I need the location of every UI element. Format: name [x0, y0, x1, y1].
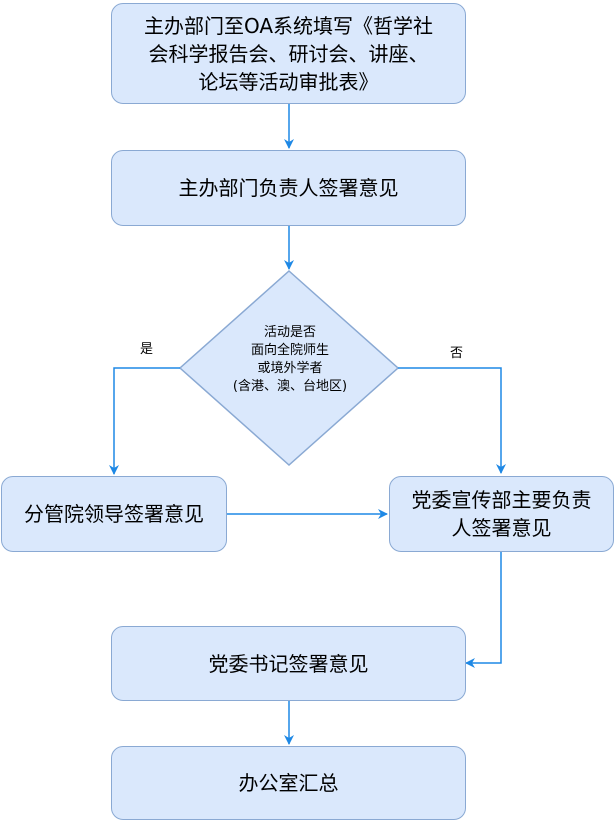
node-dept-head-signoff: 主办部门负责人签署意见 [111, 150, 466, 226]
edge-label-yes: 是 [140, 342, 154, 357]
decision-line1: 活动是否 [263, 325, 316, 340]
arrow-decision-no [398, 367, 506, 474]
arrow-decision-yes [109, 367, 180, 475]
decision-line4: (含港、澳、台地区) [232, 379, 348, 394]
node-office-summary: 办公室汇总 [111, 746, 466, 820]
node-party-secretary-signoff-label: 党委书记签署意见 [208, 651, 369, 676]
node-party-secretary-signoff: 党委书记签署意见 [111, 626, 466, 701]
node-vice-leader-signoff: 分管院领导签署意见 [1, 476, 227, 552]
node-publicity-dept-signoff-line1: 党委宣传部主要负责 [411, 488, 592, 512]
node-fill-approval-form-line3: 论坛等活动审批表》 [198, 69, 379, 94]
node-fill-approval-form-line2: 会科学报告会、研讨会、讲座、 [148, 41, 429, 66]
decision-diamond [178, 269, 400, 467]
node-office-summary-label: 办公室汇总 [238, 771, 339, 795]
node-dept-head-signoff-label: 主办部门负责人签署意见 [178, 176, 399, 200]
node-vice-leader-signoff-label: 分管院领导签署意见 [24, 502, 204, 526]
node-publicity-dept-signoff: 党委宣传部主要负责 人签署意见 [389, 476, 614, 552]
node-publicity-dept-signoff-line2: 人签署意见 [451, 516, 552, 540]
decision-line3: 或境外学者 [257, 361, 323, 376]
edge-label-no: 否 [450, 346, 464, 361]
arrow-n4-to-n5 [465, 552, 502, 668]
decision-line2: 面向全院师生 [250, 343, 329, 358]
node-fill-approval-form-line1: 主办部门至OA系统填写《哲学社 [143, 13, 434, 38]
node-fill-approval-form: 主办部门至OA系统填写《哲学社 会科学报告会、研讨会、讲座、 论坛等活动审批表》 [111, 3, 466, 104]
decision-label: 活动是否 面向全院师生 或境外学者 (含港、澳、台地区) [205, 324, 375, 396]
